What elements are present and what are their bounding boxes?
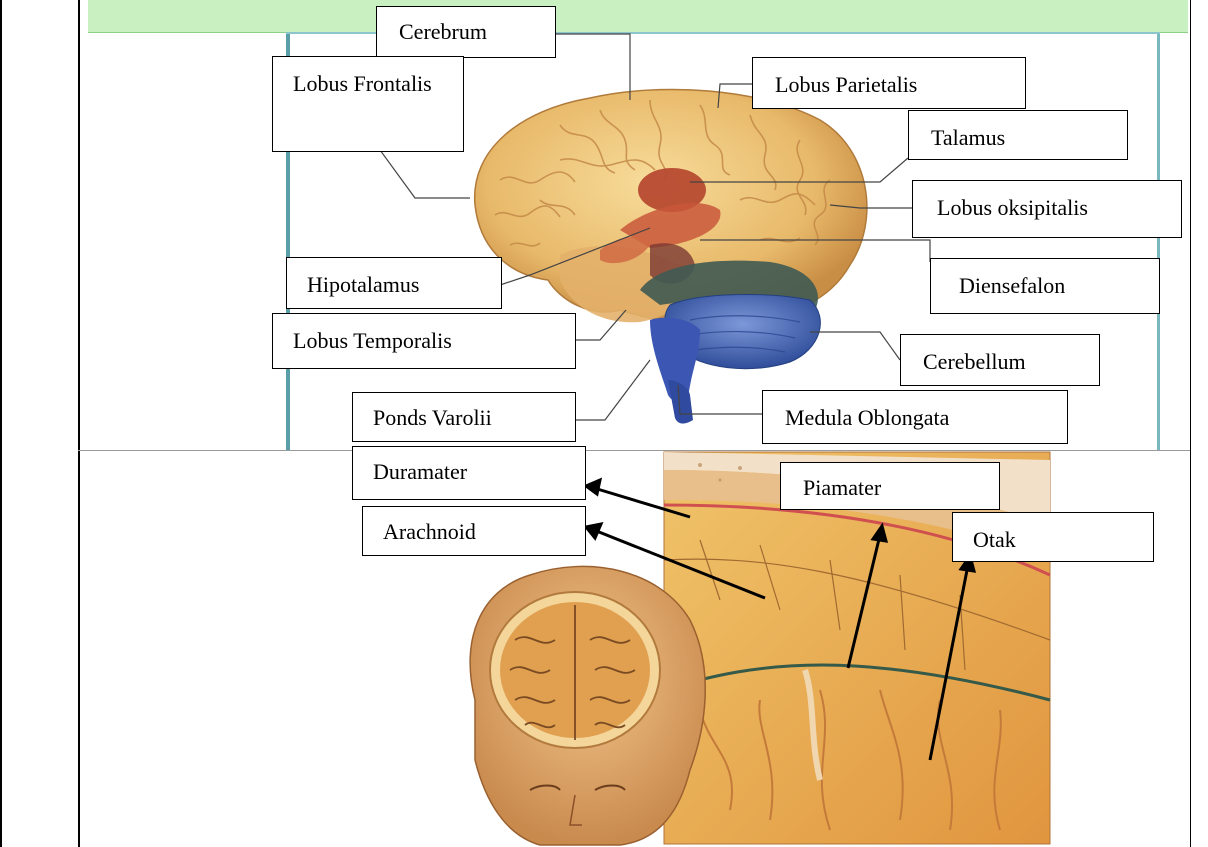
label-cerebellum: Cerebellum bbox=[900, 334, 1100, 386]
brain-lateral-view bbox=[475, 89, 867, 423]
label-duramater: Duramater bbox=[352, 446, 586, 500]
label-lobus-frontalis: Lobus Frontalis bbox=[272, 56, 464, 152]
label-otak: Otak bbox=[952, 512, 1154, 562]
label-talamus: Talamus bbox=[908, 110, 1128, 160]
label-diensefalon: Diensefalon bbox=[930, 258, 1160, 314]
label-arachnoid: Arachnoid bbox=[362, 506, 586, 556]
label-lobus-temporalis: Lobus Temporalis bbox=[272, 313, 576, 369]
label-cerebrum: Cerebrum bbox=[376, 6, 556, 58]
label-medula-oblongata: Medula Oblongata bbox=[762, 390, 1068, 444]
label-lobus-parietalis: Lobus Parietalis bbox=[752, 57, 1026, 109]
label-hipotalamus: Hipotalamus bbox=[286, 257, 502, 309]
meninges-cross-section bbox=[664, 452, 1050, 844]
label-piamater: Piamater bbox=[780, 462, 1000, 510]
label-ponds-varolii: Ponds Varolii bbox=[352, 392, 576, 442]
head-illustration bbox=[470, 566, 705, 845]
label-lobus-oksipitalis: Lobus oksipitalis bbox=[912, 180, 1182, 238]
